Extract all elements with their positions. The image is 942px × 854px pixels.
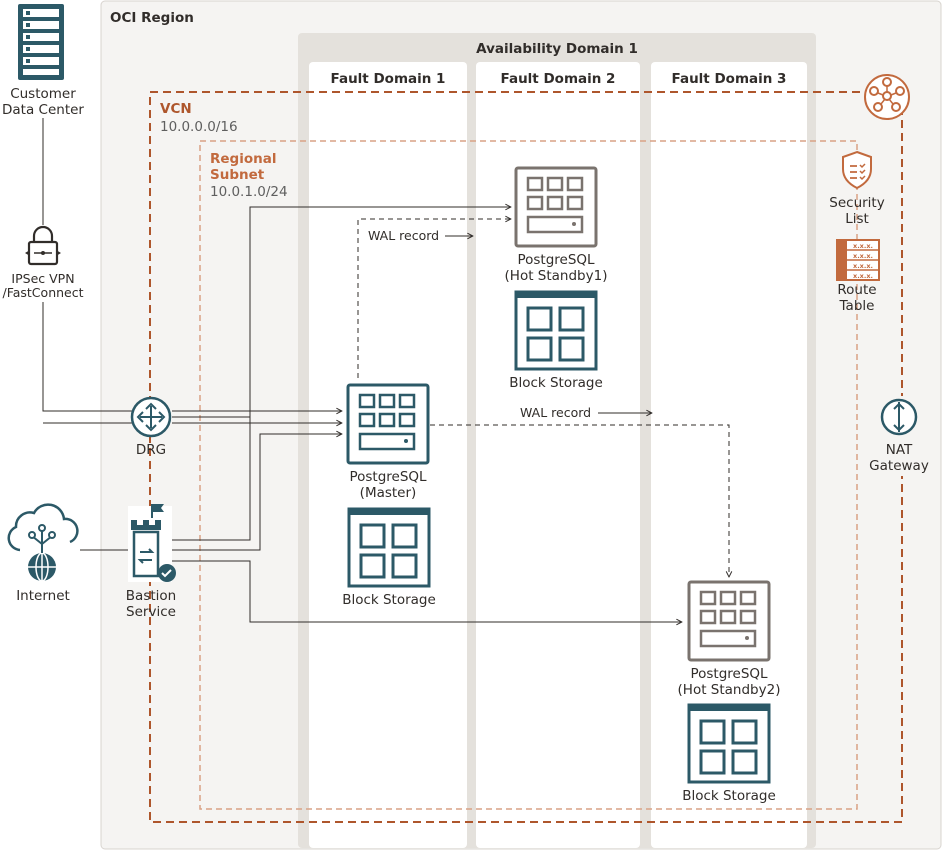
route-cell-4: x.x.x. xyxy=(853,272,873,280)
subnet-cidr: 10.0.1.0/24 xyxy=(210,184,288,200)
storage-label-fd2: Block Storage xyxy=(509,375,603,391)
block-storage-icon xyxy=(514,290,598,371)
database-server-icon xyxy=(346,383,430,465)
route-cell-1: x.x.x. xyxy=(853,242,873,250)
route-cell-2: x.x.x. xyxy=(853,252,873,260)
subnet-title-line1: Regional xyxy=(210,151,276,167)
customer-dc-label-1: Customer xyxy=(10,86,76,102)
shield-icon xyxy=(842,150,872,190)
bastion-tower-icon xyxy=(128,504,176,582)
security-list-label-1: Security xyxy=(829,195,884,211)
bastion-to-master-2 xyxy=(172,434,342,551)
nat-label-2: Gateway xyxy=(869,458,929,474)
route-table-label-2: Table xyxy=(839,298,875,314)
subnet-boundary xyxy=(199,140,858,810)
database-server-icon xyxy=(514,166,598,248)
fault-domain-3-title: Fault Domain 3 xyxy=(672,71,787,87)
bastion-to-standby2 xyxy=(172,560,682,622)
nat-label-1: NAT xyxy=(886,442,913,458)
wal-master-to-standby1 xyxy=(357,219,511,378)
route-table-icon: x.x.x. x.x.x. x.x.x. x.x.x. xyxy=(836,239,880,281)
customer-dc-label-2: Data Center xyxy=(2,102,84,118)
oci-region-title: OCI Region xyxy=(110,10,194,26)
storage-label-fd1: Block Storage xyxy=(342,592,436,608)
database-server-icon xyxy=(687,580,771,662)
vpn-to-drg-line xyxy=(42,302,132,412)
storage-label-fd3: Block Storage xyxy=(682,788,776,804)
standby2-label-2: (Hot Standby2) xyxy=(678,682,781,698)
vpn-label-1: IPSec VPN xyxy=(11,271,74,286)
fault-domain-2-title: Fault Domain 2 xyxy=(501,71,616,87)
vcn-network-icon xyxy=(864,74,910,120)
vcn-cidr: 10.0.0.0/16 xyxy=(160,119,238,135)
master-label-2: (Master) xyxy=(360,485,417,501)
wal-master-to-standby2 xyxy=(430,424,729,577)
standby1-label-1: PostgreSQL xyxy=(517,252,595,268)
nat-gateway-icon xyxy=(870,396,930,476)
standby1-label-2: (Hot Standby1) xyxy=(505,268,608,284)
block-storage-icon xyxy=(687,703,771,784)
wal-label-1: WAL record xyxy=(368,228,439,243)
security-list-label-2: List xyxy=(845,211,869,227)
bastion-to-master-1 xyxy=(172,417,251,541)
router-icon xyxy=(130,396,172,438)
fault-domain-1-title: Fault Domain 1 xyxy=(331,71,446,87)
internet-label: Internet xyxy=(16,588,70,604)
availability-domain-title: Availability Domain 1 xyxy=(476,41,638,57)
fault-domain-2-box xyxy=(476,62,640,848)
bastion-label-2: Service xyxy=(126,604,176,620)
bastion-label-1: Bastion xyxy=(126,588,176,604)
block-storage-icon xyxy=(347,507,431,588)
drg-label: DRG xyxy=(136,442,166,458)
vpn-label-2: /FastConnect xyxy=(2,285,83,300)
subnet-title-line2: Subnet xyxy=(210,167,265,183)
master-label-1: PostgreSQL xyxy=(349,469,427,485)
route-table-label-1: Route xyxy=(837,282,876,298)
lock-icon xyxy=(25,225,61,268)
vcn-title: VCN xyxy=(160,101,192,117)
route-cell-3: x.x.x. xyxy=(853,262,873,270)
wal-label-2: WAL record xyxy=(520,405,591,420)
internet-cloud-icon xyxy=(7,503,79,582)
server-rack-icon xyxy=(18,4,64,80)
standby2-label-1: PostgreSQL xyxy=(690,666,768,682)
